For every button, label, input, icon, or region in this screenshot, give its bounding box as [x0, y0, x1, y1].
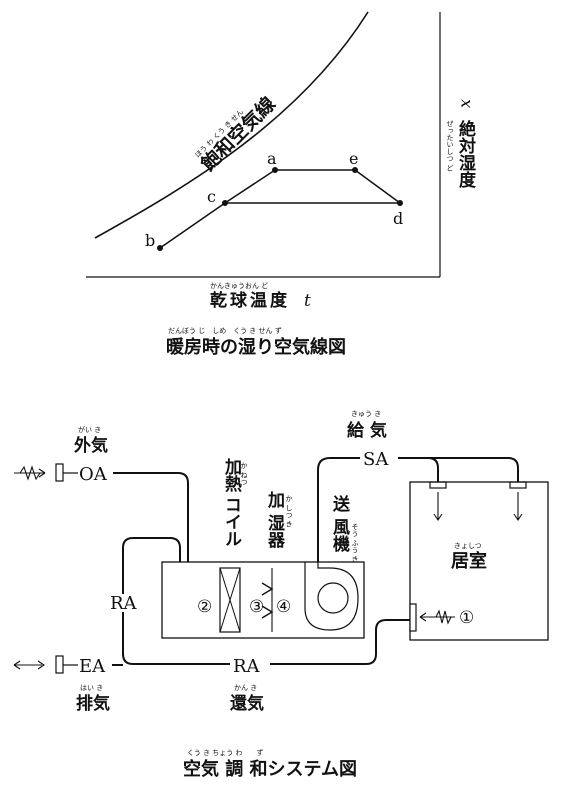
heating-coil-label-2: コイル	[221, 496, 242, 547]
supply-air-code: SA	[363, 449, 389, 470]
marker-2: ②	[197, 597, 212, 617]
x-axis-var: t	[304, 291, 311, 311]
room: きょしつ 居室	[409, 481, 549, 641]
diffuser-arrow-1-icon	[433, 492, 443, 521]
heating-coil-icon	[219, 567, 241, 633]
blower-ruby: そう ふう き	[351, 523, 359, 563]
return-air-code: RA	[233, 656, 261, 677]
marker-4: ④	[276, 597, 291, 617]
return-air-code-left: RA	[110, 593, 138, 614]
humidifier-label-2: 湿器	[264, 514, 286, 549]
outside-air-damper-icon	[55, 463, 64, 482]
outside-air-ruby: がい き	[78, 425, 101, 434]
state-point-a	[272, 167, 278, 173]
outside-air-duct	[113, 472, 189, 562]
system-caption-ruby: くう き ちょう わ ず	[187, 748, 264, 757]
point-label-d: d	[393, 209, 403, 228]
return-air-bottom-duct: RA かん き 還気	[230, 619, 410, 714]
outside-air-inlet: がい き 外気 OA	[14, 425, 189, 562]
air-handling-unit	[161, 561, 365, 639]
fan-rotor-icon	[317, 582, 349, 614]
humidifier-ruby: か しつ き	[285, 495, 293, 528]
air-conditioning-system: がい き 外気 OA RA EA はい き 排気 RA	[13, 410, 549, 780]
supply-diffuser-2-icon	[509, 481, 527, 489]
humidifier: か しつ き 加 湿器	[261, 491, 293, 632]
process-line	[159, 169, 403, 249]
y-axis-ruby: ぜったいしつ ど	[446, 120, 454, 171]
system-caption: 空気 調 和システム図	[183, 758, 357, 780]
outside-air-arrow-icon	[14, 465, 46, 481]
supply-air-label: 給 気	[347, 420, 387, 441]
supply-air: きゅう き 給 気 SA	[347, 410, 527, 521]
point-label-c: c	[207, 187, 216, 206]
heating-coil: か ねつ 加熱 コイル	[219, 458, 248, 633]
outside-air-code: OA	[79, 464, 108, 485]
return-arrow-icon	[419, 609, 455, 625]
blower: そう ふう き 送 風機	[304, 457, 360, 631]
state-point-b	[157, 245, 163, 251]
fan-icon	[304, 562, 359, 631]
saturation-curve	[94, 11, 369, 239]
supply-diffuser-1-icon	[429, 481, 447, 489]
supply-air-duct	[398, 457, 519, 482]
exhaust-damper-icon	[55, 655, 64, 674]
y-axis-label: 絶対湿度	[455, 119, 477, 189]
heating-coil-label-1: 加熱	[221, 458, 243, 493]
return-air-label: 還気	[230, 693, 264, 714]
room-box	[409, 481, 549, 641]
return-air-left-duct: RA	[108, 537, 230, 665]
psychrometric-chart: a b c d e ほう わ くう き せん 飽和空気線 絶対湿度 ぜったいしつ…	[86, 11, 477, 358]
room-ruby: きょしつ	[454, 542, 482, 550]
point-label-e: e	[349, 149, 358, 168]
x-axis-label: 乾球温度	[210, 290, 290, 311]
state-point-c	[222, 200, 228, 206]
x-axis-ruby: かんきゅうおん ど	[210, 282, 268, 290]
exhaust-arrow-icon	[13, 660, 45, 670]
exhaust-ruby: はい き	[80, 684, 103, 692]
heating-coil-ruby: か ねつ	[240, 462, 248, 485]
outside-air-label: 外気	[74, 435, 108, 456]
y-axis-var: x	[455, 99, 474, 108]
chart-caption-ruby: だんぼう じ しめ くう き せん ず	[168, 326, 282, 335]
room-label: 居室	[451, 550, 487, 572]
point-label-b: b	[145, 231, 155, 250]
point-label-a: a	[267, 149, 277, 168]
blower-label-1: 送	[329, 494, 350, 513]
return-air-ruby: かん き	[234, 684, 257, 692]
exhaust-label: 排気	[76, 693, 110, 714]
supply-air-ruby: きゅう き	[351, 410, 381, 418]
state-point-e	[352, 167, 358, 173]
marker-1: ①	[459, 608, 474, 628]
return-grille-icon	[409, 603, 417, 632]
exhaust-code: EA	[79, 656, 106, 677]
exhaust-outlet: EA はい き 排気	[13, 655, 123, 714]
diffuser-arrow-2-icon	[513, 492, 523, 521]
blower-label-2: 風機	[329, 518, 350, 553]
humidifier-label-1: 加	[264, 491, 286, 509]
chart-caption: 暖房時の湿り空気線図	[166, 336, 346, 358]
marker-3: ③	[249, 597, 264, 617]
state-point-d	[397, 200, 403, 206]
